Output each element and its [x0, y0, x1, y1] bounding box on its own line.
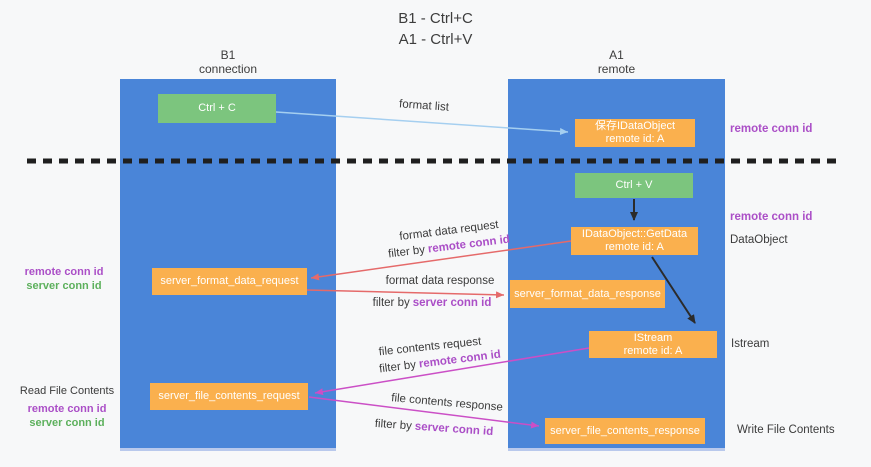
node-server-file-contents-response: server_file_contents_response [545, 418, 705, 444]
save-idataobject-line1: 保存IDataObject [594, 120, 676, 132]
server-file-contents-response-label: server_file_contents_response [550, 424, 700, 437]
annotation-remote-conn-id-bottom-left: remote conn id [27, 403, 107, 415]
annotation-remote-conn-id-mid-right: remote conn id [730, 211, 813, 223]
title-line-2: A1 - Ctrl+V [398, 31, 473, 48]
node-ctrl-c: Ctrl + C [158, 94, 276, 123]
node-idataobject-getdata: IDataObject::GetData remote id: A [571, 227, 698, 255]
edge-label-format-data-response: format data response [385, 275, 495, 287]
save-idataobject-line2: remote id: A [605, 133, 665, 145]
node-server-format-data-request: server_format_data_request [152, 268, 307, 295]
ctrl-c-label: Ctrl + C [198, 102, 236, 114]
node-server-format-data-response: server_format_data_response [510, 280, 665, 308]
getdata-line2: remote id: A [605, 241, 664, 253]
ctrl-v-label: Ctrl + V [615, 179, 653, 191]
node-istream: IStream remote id: A [589, 331, 717, 358]
annotation-dataobject: DataObject [730, 234, 788, 246]
filter-by-text: filter by [372, 297, 410, 309]
annotation-block-mid-left: remote conn id server conn id [20, 265, 108, 293]
lane-b1-title: B1 [220, 48, 236, 62]
annotation-remote-conn-id-left: remote conn id [24, 266, 104, 278]
server-conn-id-text: server conn id [414, 420, 494, 439]
server-file-contents-request-label: server_file_contents_request [158, 390, 300, 402]
annotation-server-conn-id-left: server conn id [26, 280, 102, 292]
lane-a1-subtitle: remote [597, 61, 636, 76]
edge-label-format-list: format list [398, 98, 450, 114]
annotation-read-file-contents: Read File Contents [19, 385, 115, 397]
istream-line1: IStream [633, 331, 673, 344]
annotation-remote-conn-id-top-right: remote conn id [730, 123, 813, 135]
server-conn-id-text: server conn id [412, 297, 492, 309]
annotation-write-file-contents: Write File Contents [737, 424, 835, 436]
lane-a1-title: A1 [609, 48, 624, 62]
filter-by-text: filter by [374, 417, 413, 433]
istream-line2: remote id: A [623, 344, 683, 357]
edge-label-file-contents-response: file contents response [390, 392, 504, 414]
node-server-file-contents-request: server_file_contents_request [150, 383, 308, 410]
annotation-istream: Istream [731, 338, 770, 350]
diagram-title: B1 - Ctrl+C A1 - Ctrl+V [0, 8, 871, 50]
filter-by-text: filter by [387, 243, 426, 261]
annotation-block-bottom-left: Read File Contents remote conn id server… [14, 384, 120, 430]
lane-header-a1: A1 remote [508, 48, 725, 76]
lane-b1-subtitle: connection [198, 61, 258, 76]
title-line-1: B1 - Ctrl+C [398, 10, 473, 27]
server-format-data-request-label: server_format_data_request [160, 275, 299, 287]
edge-format-data-response [306, 289, 505, 299]
node-ctrl-v: Ctrl + V [575, 173, 693, 198]
lane-header-b1: B1 connection [120, 48, 336, 76]
server-format-data-response-label: server_format_data_response [514, 287, 661, 300]
getdata-line1: IDataObject::GetData [581, 228, 688, 240]
annotation-server-conn-id-bottom-left: server conn id [29, 417, 105, 429]
node-save-idataobject: 保存IDataObject remote id: A [575, 119, 695, 147]
filter-by-text: filter by [378, 358, 417, 376]
